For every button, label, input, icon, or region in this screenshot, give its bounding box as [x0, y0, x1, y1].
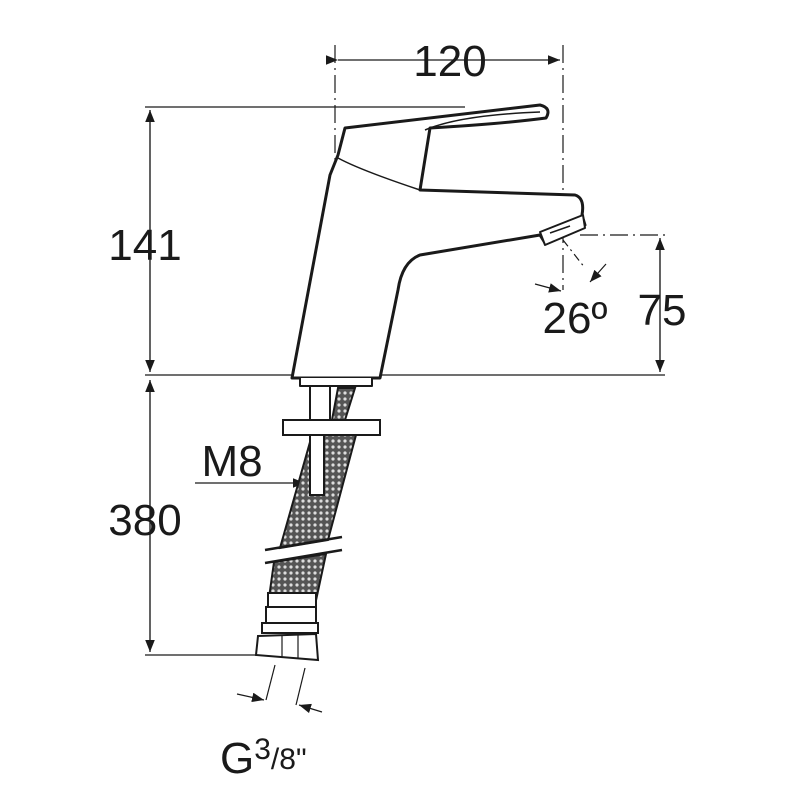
spout-height-label: 75	[638, 286, 687, 335]
hose-thread-prefix: G	[220, 734, 254, 783]
stud-thread-label: M8	[201, 437, 262, 486]
spout-angle-label: 26º	[542, 294, 607, 343]
height-dimension-label: 141	[108, 221, 181, 270]
dimension-lines	[145, 45, 665, 714]
hose-thread-label: G3/8"	[220, 733, 307, 783]
faucet-body	[290, 103, 587, 387]
width-dimension-label: 120	[413, 37, 486, 86]
hose-thread-num: 3	[254, 733, 271, 766]
hose-length-label: 380	[108, 496, 181, 545]
hose-thread-den: /8"	[271, 743, 307, 776]
hose-assembly	[254, 385, 381, 662]
